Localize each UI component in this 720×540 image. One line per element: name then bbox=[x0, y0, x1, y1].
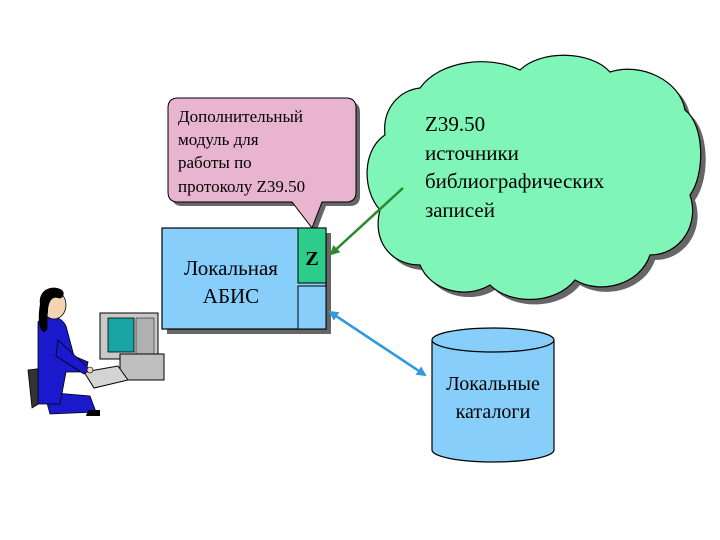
local-catalogs-cylinder: Локальные каталоги bbox=[431, 327, 555, 463]
z3950-module-callout: Дополнительный модуль для работы по прот… bbox=[167, 97, 360, 232]
abis-line-2: АБИС bbox=[203, 284, 259, 308]
cloud-line-1: Z39.50 bbox=[425, 112, 485, 136]
callout-line-3: работы по bbox=[178, 153, 252, 172]
abis-line-1: Локальная bbox=[184, 256, 278, 280]
cloud-line-2: источники bbox=[425, 141, 519, 165]
callout-line-4: протоколу Z39.50 bbox=[178, 177, 305, 196]
z3950-sources-cloud: Z39.50 источники библиографических запис… bbox=[366, 54, 706, 305]
person-at-computer-icon bbox=[27, 287, 165, 416]
catalog-abis-arrow bbox=[328, 310, 417, 371]
local-abis-box: Локальная АБИС Z bbox=[161, 227, 331, 334]
cloud-line-3: библиографических bbox=[425, 169, 605, 193]
cloud-to-z-arrow bbox=[329, 187, 404, 256]
local-module-block bbox=[297, 285, 327, 330]
z-module-block bbox=[297, 227, 327, 284]
z-module-label: Z bbox=[305, 248, 318, 270]
catalog-line-2: каталоги bbox=[456, 401, 531, 423]
cloud-line-4: записей bbox=[425, 198, 495, 222]
catalog-line-1: Локальные bbox=[446, 373, 540, 395]
callout-line-1: Дополнительный bbox=[178, 107, 303, 126]
callout-line-2: модуль для bbox=[178, 130, 259, 149]
